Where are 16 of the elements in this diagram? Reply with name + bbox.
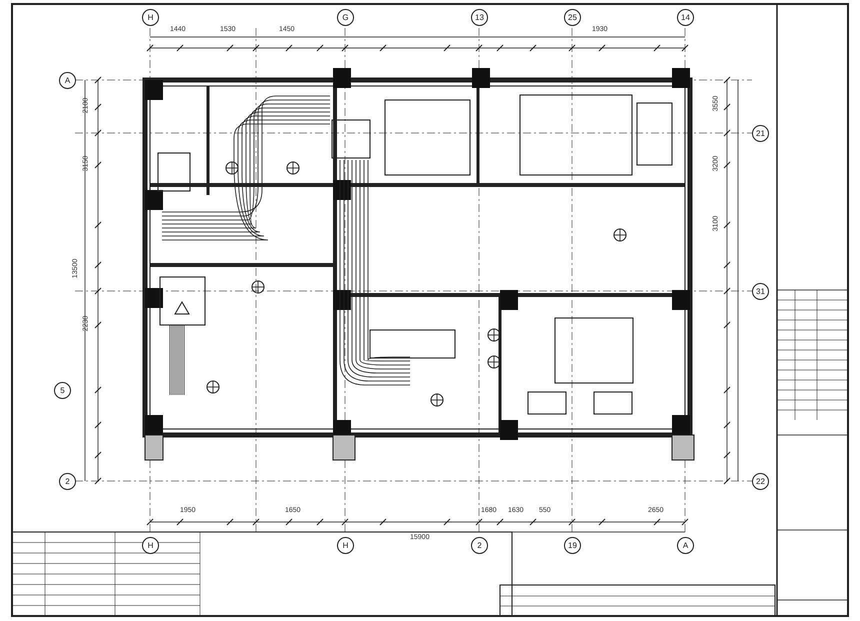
- axis-bubble: 2: [471, 537, 488, 554]
- axis-bubble: 13: [471, 9, 488, 26]
- axis-bubble: 25: [564, 9, 581, 26]
- axis-bubble: H: [142, 9, 159, 26]
- axis-bubble: 31: [752, 283, 769, 300]
- axis-bubble: H: [142, 537, 159, 554]
- axis-bubble: 14: [677, 9, 694, 26]
- axis-bubble: 19: [564, 537, 581, 554]
- axis-bubble: G: [337, 9, 354, 26]
- axis-bubble: A: [677, 537, 694, 554]
- axis-bubble: A: [59, 72, 76, 89]
- axis-bubble: 21: [752, 125, 769, 142]
- axis-bubble: 5: [54, 382, 71, 399]
- axis-bubble: 22: [752, 473, 769, 490]
- axis-bubble: H: [337, 537, 354, 554]
- axis-bubble: 2: [59, 473, 76, 490]
